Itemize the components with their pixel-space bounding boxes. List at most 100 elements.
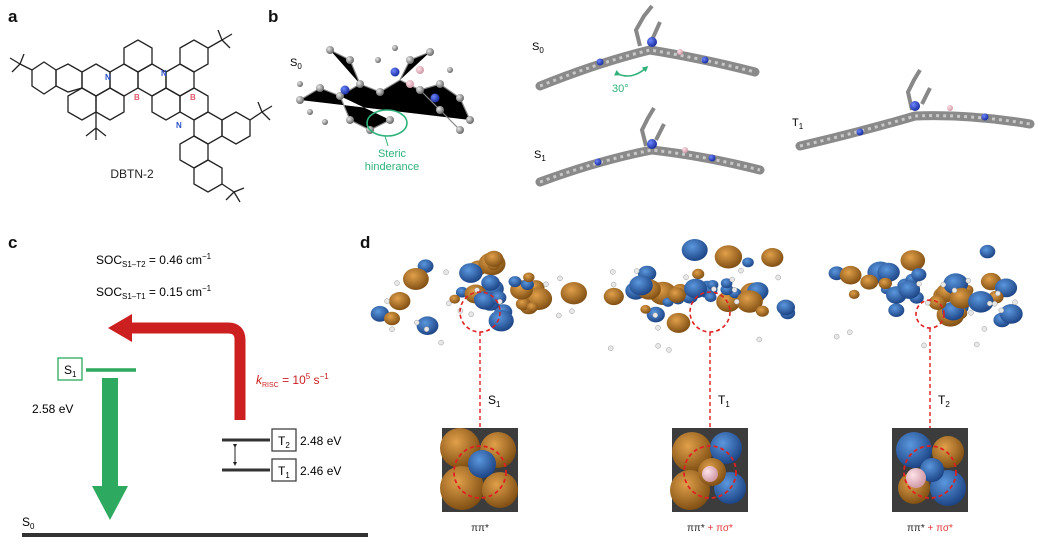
steric-pointer (384, 135, 389, 147)
nitrogen-label-1: N (105, 73, 111, 82)
hydrogen-atom (833, 333, 840, 340)
orbital-cloud (828, 244, 1023, 349)
inset-lobe (440, 466, 484, 510)
hydrogen-atom (389, 326, 395, 333)
orbital-lobe (523, 272, 535, 283)
hydrogen-atom (965, 277, 972, 284)
s0-label: S0 (22, 515, 35, 531)
orbital-state-label: T2 (938, 393, 950, 409)
orbital-lobe (720, 278, 733, 289)
krisc-label: kRISC = 105 s−1 (256, 372, 329, 389)
orbital-lobe (640, 304, 651, 314)
steric-line1: Steric (378, 148, 407, 160)
orbital-lobe (839, 265, 862, 285)
soc-s1-t1: SOCS1–T1 = 0.15 cm−1 (96, 284, 212, 301)
hydrogen-atom (543, 281, 549, 288)
orbital-lobe (776, 299, 795, 316)
nitrogen-label-3: N (176, 121, 182, 130)
orbital-lobe (389, 292, 411, 311)
orbital-cloud (370, 250, 587, 346)
hydrogen-atom (711, 286, 717, 292)
orbital-lobe (681, 239, 708, 261)
soc-s1-t2: SOCS1–T2 = 0.46 cm−1 (96, 252, 212, 269)
risc-arrowhead (108, 314, 132, 342)
orbital-lobe (968, 291, 994, 313)
hydrogen-atom (610, 269, 616, 275)
orbital-cloud (603, 239, 796, 353)
orbital-lobe (459, 263, 483, 283)
orbital-lobe (603, 287, 624, 306)
risc-arrow (132, 322, 246, 420)
emission-arrow (102, 378, 118, 486)
hydrogen-atom (729, 276, 735, 283)
orbital-lobe (508, 276, 522, 288)
orbital-lobe (560, 282, 587, 305)
boron-atom (702, 466, 718, 482)
angle-arc (614, 66, 649, 77)
hydrogen-atom (951, 287, 958, 294)
s1-side-molecule (535, 106, 765, 187)
orbital-lobe (484, 250, 504, 267)
hydrogen-atom (991, 301, 998, 307)
orbital-lobe (667, 287, 686, 303)
inset-highlight-circle (453, 445, 507, 499)
inset-lobe (670, 470, 710, 510)
orbital-lobe (490, 291, 507, 305)
inset-lobe (482, 472, 518, 508)
orbital-lobe (999, 304, 1023, 324)
orbital-lobe (416, 316, 439, 336)
orbital-lobe (736, 290, 763, 313)
hydrogen-atom (468, 311, 474, 318)
hydrogen-atom (655, 325, 661, 331)
orbital-lobe (761, 248, 784, 267)
panel-d-label: d (360, 233, 370, 252)
state-s0-right: S0 (532, 41, 544, 55)
hydrogen-atom (756, 336, 763, 343)
orbital-lobe (877, 262, 900, 282)
inset-lobe (896, 432, 932, 468)
boron-label-2: B (190, 93, 196, 102)
orbital-lobe (704, 292, 717, 303)
orbital-state-label: S1 (488, 393, 501, 409)
s1-energy: 2.58 eV (32, 402, 73, 416)
atom-labels: N B N B N (105, 69, 196, 130)
hydrogen-atom (1012, 299, 1018, 306)
state-t1: T1 (792, 117, 804, 131)
hydrogen-atom (557, 275, 563, 282)
hydrogen-atom (683, 274, 689, 280)
panel-c-label: c (8, 233, 17, 252)
t1-label: T1 (278, 464, 290, 480)
s0-front-molecule (296, 45, 474, 134)
orbital-character: ππ* + πσ* (687, 523, 733, 534)
hydrogen-atom (423, 326, 430, 332)
orbital-lobe (755, 305, 769, 317)
s0-side-molecule (535, 4, 760, 91)
orbital-character: ππ* + πσ* (907, 523, 953, 534)
hydrogen-atom (384, 298, 390, 304)
t2-label: T2 (278, 434, 290, 450)
hydrogen-atom (438, 339, 444, 346)
s1-label: S1 (64, 363, 77, 379)
orbital-lobe (742, 257, 754, 268)
hydrogen-atom (666, 347, 672, 353)
hydrogen-atom (394, 280, 400, 286)
hydrogen-atom (633, 268, 640, 274)
emission-arrowhead (92, 486, 128, 520)
hydrogen-atom (847, 329, 853, 336)
orbital-lobe (911, 268, 927, 282)
orbital-lobe (888, 303, 905, 318)
orbital-lobe (898, 280, 921, 299)
panel-a-label: a (8, 7, 18, 26)
boron-label-1: B (134, 93, 140, 102)
orbital-lobe (666, 312, 691, 333)
hydrogen-atom (731, 287, 738, 293)
inset-lobe (710, 432, 742, 464)
hydrogen-atom (921, 342, 927, 349)
t1-side-molecule (795, 68, 1035, 151)
s1-box (57, 357, 83, 381)
hydrogen-atom (610, 281, 617, 288)
boron-atom (906, 468, 926, 488)
